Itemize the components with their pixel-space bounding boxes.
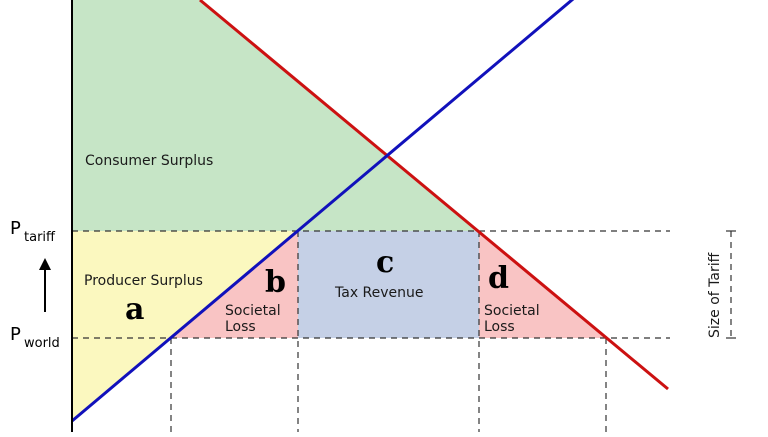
p-tariff-label: P tariff [10,218,56,245]
p-tariff-subscript: tariff [24,230,56,245]
societal-loss-right-label-line1: Societal [484,303,540,319]
demand-curve [199,0,669,391]
area-letter-a: a [125,292,144,327]
tax-revenue-label: Tax Revenue [334,285,424,301]
societal-loss-left-label-line1: Societal [225,303,281,319]
size-of-tariff-label: Size of Tariff [707,252,723,338]
p-world-subscript: world [24,336,60,351]
area-letter-b: b [265,265,286,300]
p-tariff-main: P [10,218,21,239]
dashed-guides [72,230,736,432]
area-letter-d: d [488,261,509,296]
p-world-main: P [10,324,21,345]
supply-curve [71,0,575,423]
consumer-surplus-region [72,0,479,231]
producer-surplus-label: Producer Surplus [84,273,203,289]
area-letter-c: c [376,245,394,280]
societal-loss-left-label-line2: Loss [225,319,256,335]
tax-revenue-region [298,231,479,338]
p-world-label: P world [10,324,60,351]
societal-loss-right-label-line2: Loss [484,319,515,335]
up-arrow-icon [39,258,51,312]
consumer-surplus-label: Consumer Surplus [85,153,213,169]
